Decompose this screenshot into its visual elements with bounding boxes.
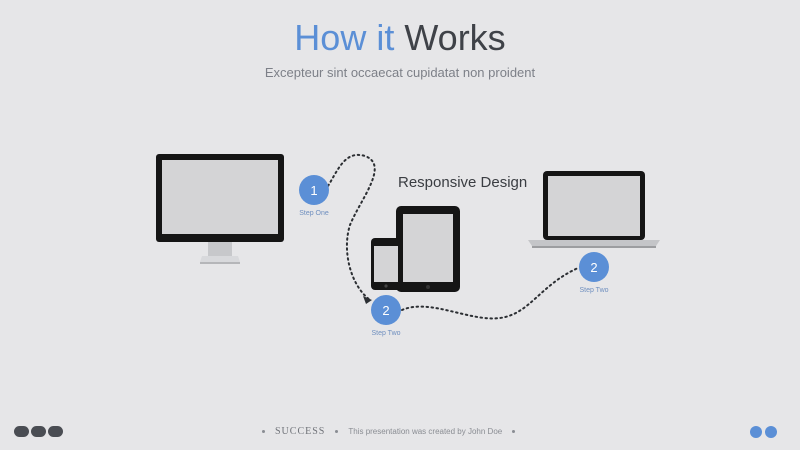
footer-brand: SUCCESS [275, 426, 326, 437]
step-number-two: 2 [382, 303, 389, 318]
bullet-icon [512, 430, 516, 433]
footer: SUCCESS This presentation was created by… [0, 420, 800, 444]
step-circle-two[interactable]: 2 [371, 295, 401, 325]
bullet-icon [335, 430, 339, 433]
footer-credit: This presentation was created by John Do… [348, 427, 503, 436]
title-accent: How it [294, 17, 395, 58]
page-title: How it Works [0, 16, 800, 60]
step-circle-three[interactable]: 2 [579, 252, 609, 282]
footer-dots-right[interactable] [750, 426, 777, 438]
arrowhead-icon [363, 296, 372, 304]
connector-path-2 [401, 267, 579, 320]
bullet-icon [262, 430, 265, 433]
desktop-monitor-icon [156, 154, 284, 264]
step-label-two: Step Two [371, 330, 401, 337]
dot-icon [48, 426, 63, 437]
laptop-icon [528, 171, 660, 248]
step-number-one: 1 [310, 183, 317, 198]
subtitle: Excepteur sint occaecat cupidatat non pr… [264, 65, 536, 80]
tablet-icon [396, 206, 460, 292]
step-label-one: Step One [299, 210, 329, 217]
phone-icon [371, 238, 401, 290]
responsive-design-label: Responsive Design [398, 174, 528, 191]
nav-dot-icon[interactable] [765, 426, 777, 438]
dot-icon [14, 426, 29, 437]
nav-dot-icon[interactable] [750, 426, 762, 438]
footer-dots-left [14, 426, 63, 437]
step-label-three: Step Two [579, 287, 609, 294]
step-number-three: 2 [590, 260, 597, 275]
connector-path-1 [327, 153, 376, 301]
footer-center: SUCCESS This presentation was created by… [262, 426, 562, 437]
step-circle-one[interactable]: 1 [299, 175, 329, 205]
title-main: Works [404, 17, 506, 58]
dot-icon [31, 426, 46, 437]
